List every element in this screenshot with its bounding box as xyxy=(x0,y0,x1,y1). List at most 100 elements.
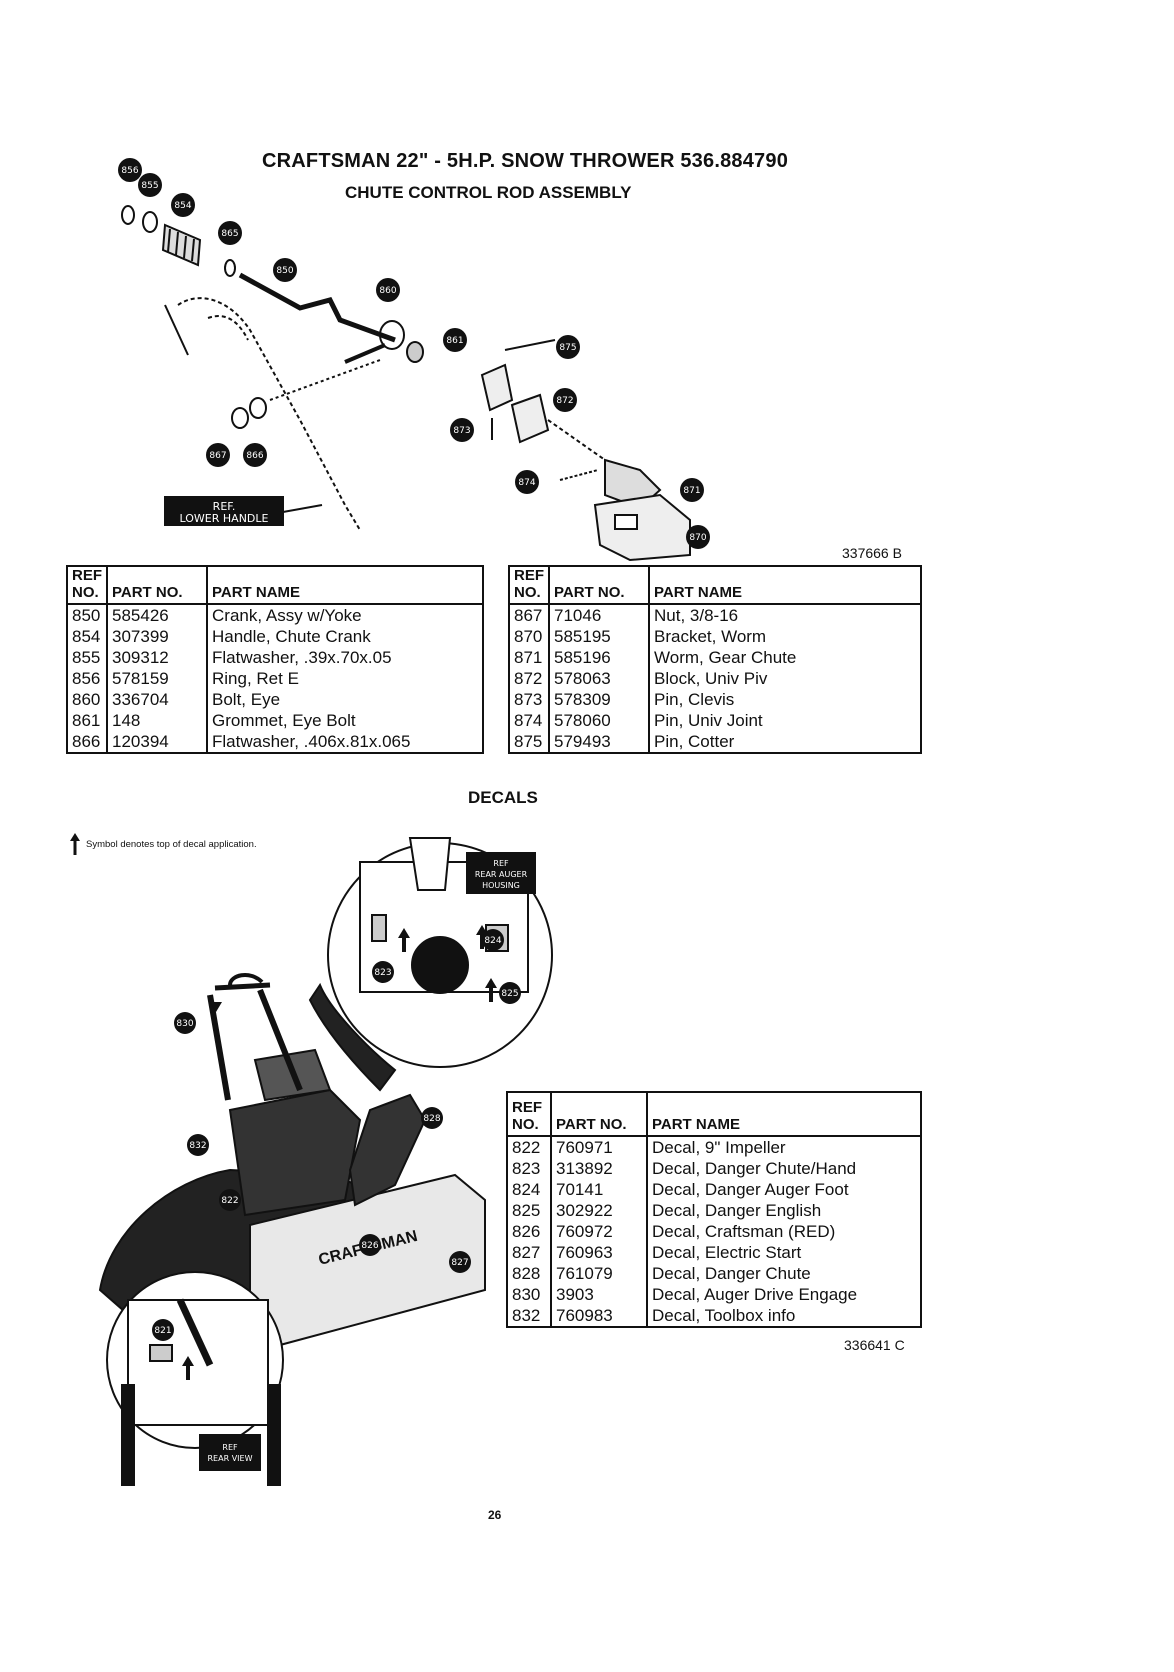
callout-865: 865 xyxy=(221,229,238,239)
chute-diagram-code: 337666 B xyxy=(842,545,902,561)
ref-rear-auger-box xyxy=(466,852,536,894)
flatwasher-866 xyxy=(249,397,267,419)
header-part-no: PART NO. xyxy=(106,566,208,605)
down-arrow-icon xyxy=(210,1002,222,1012)
chute-rod-diagram: REF. LOWER HANDLE 856 855 854 865 850 86… xyxy=(118,158,710,562)
header-part-no: PART NO. xyxy=(550,1092,648,1137)
callout-866: 866 xyxy=(246,451,263,461)
callout-860: 860 xyxy=(379,286,396,296)
up-arrow-icon xyxy=(70,833,80,855)
callout-871: 871 xyxy=(683,486,700,496)
discharge-chute xyxy=(348,1093,427,1207)
lower-handle-ref xyxy=(177,297,361,531)
page-title: CRAFTSMAN 22" - 5H.P. SNOW THROWER 536.8… xyxy=(262,150,789,172)
eye-bolt-eye xyxy=(379,320,405,350)
callout-827: 827 xyxy=(451,1258,468,1268)
ref-rear-view-line1: REF xyxy=(222,1443,238,1452)
left-handle xyxy=(207,994,231,1101)
decal-symbol-legend: Symbol denotes top of decal application. xyxy=(70,833,257,855)
callout-850: 850 xyxy=(276,266,293,276)
washer-part xyxy=(142,211,158,233)
callout-830: 830 xyxy=(176,1019,193,1029)
legend-note-text: Symbol denotes top of decal application. xyxy=(86,838,257,850)
up-arrow-icon xyxy=(476,925,488,949)
ref-rear-auger-line3: HOUSING xyxy=(482,881,520,890)
auger-opening xyxy=(411,936,469,994)
callout-821: 821 xyxy=(154,1326,171,1336)
callout-861: 861 xyxy=(446,336,463,346)
nut-867 xyxy=(231,407,249,429)
decal-diagram-code: 336641 C xyxy=(844,1337,905,1353)
ref-rear-auger-line2: REAR AUGER xyxy=(475,870,528,879)
crank-rod xyxy=(238,272,396,343)
callout-828: 828 xyxy=(423,1114,440,1124)
callout-822: 822 xyxy=(221,1196,238,1206)
ref-label-line2: LOWER HANDLE xyxy=(180,512,269,525)
engine-block xyxy=(228,1088,362,1217)
decal-arrows xyxy=(182,925,497,1380)
right-handle xyxy=(257,988,303,1092)
worm-bracket xyxy=(593,493,691,562)
callout-867: 867 xyxy=(209,451,226,461)
header-part-no: PART NO. xyxy=(548,566,650,605)
callout-824: 824 xyxy=(484,936,501,946)
up-arrow-icon xyxy=(398,928,410,952)
callout-855: 855 xyxy=(141,181,158,191)
decal-callouts: 830 832 822 826 827 828 823 824 825 821 xyxy=(152,929,521,1341)
clevis-block xyxy=(510,393,550,444)
ref-label-line1: REF. xyxy=(213,500,236,513)
ref-rear-auger-line1: REF xyxy=(493,859,509,868)
callout-875: 875 xyxy=(559,343,576,353)
assembly-subtitle: CHUTE CONTROL ROD ASSEMBLY xyxy=(345,183,632,202)
callout-825: 825 xyxy=(501,989,518,999)
page-number: 26 xyxy=(488,1508,502,1522)
callout-874: 874 xyxy=(518,478,535,488)
chute-callouts: 856 855 854 865 850 860 861 875 872 873 … xyxy=(118,158,710,549)
univ-piv-block xyxy=(480,363,514,412)
callout-856: 856 xyxy=(121,166,138,176)
header-part-name: PART NAME xyxy=(648,566,922,605)
up-arrow-icon xyxy=(182,1356,194,1380)
side-panel xyxy=(308,982,397,1092)
crank-handle-grip xyxy=(161,223,202,267)
header-part-name: PART NAME xyxy=(206,566,484,605)
callout-872: 872 xyxy=(556,396,573,406)
header-part-name: PART NAME xyxy=(646,1092,922,1137)
callout-873: 873 xyxy=(453,426,470,436)
ring-part xyxy=(121,205,135,225)
callout-826: 826 xyxy=(361,1241,378,1251)
washer-part-2 xyxy=(224,259,236,277)
callout-870: 870 xyxy=(689,533,706,543)
grommet-part xyxy=(406,341,424,363)
